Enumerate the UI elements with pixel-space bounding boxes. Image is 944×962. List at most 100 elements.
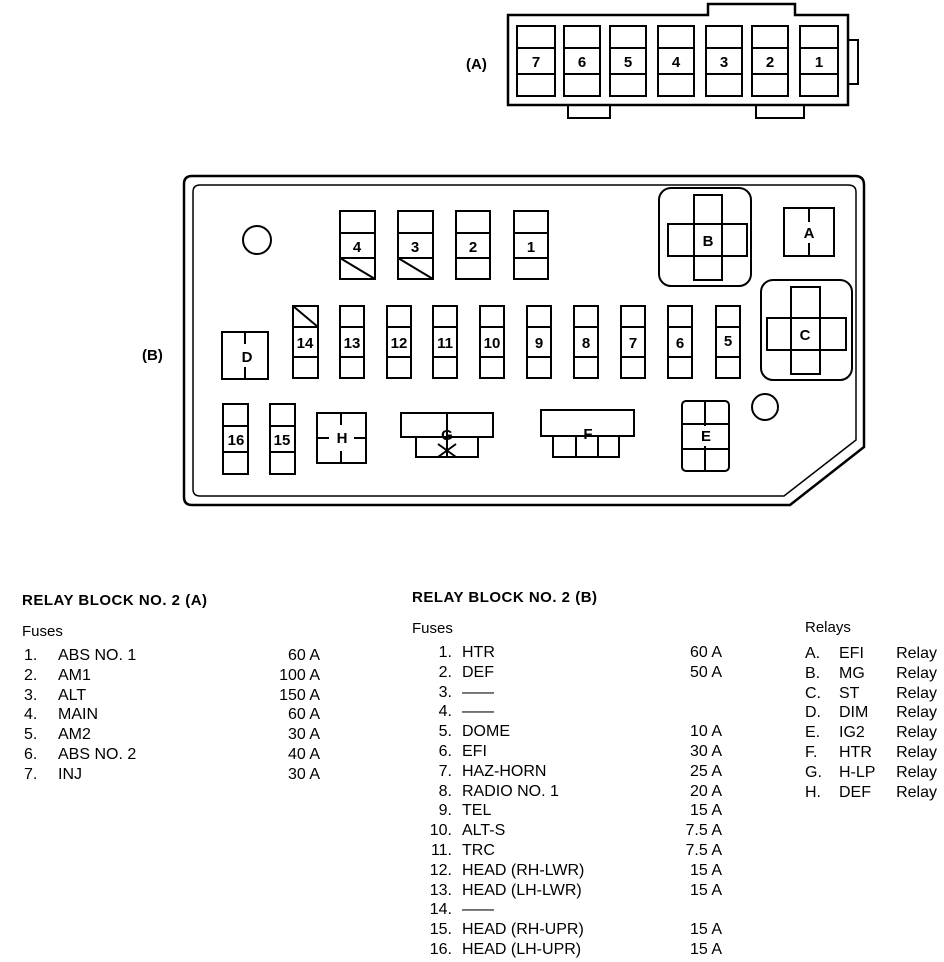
mid-fuse-11: 11 bbox=[432, 305, 458, 379]
legend-row: 12.HEAD (RH-LWR)15 A bbox=[412, 861, 742, 881]
svg-text:B: B bbox=[703, 233, 714, 250]
fuse-number: 9. bbox=[438, 802, 452, 820]
fuse-name: ALT bbox=[58, 686, 87, 704]
fuse-number: 5. bbox=[24, 726, 38, 744]
svg-text:11: 11 bbox=[437, 335, 453, 352]
fuse-amperage: 30 A bbox=[287, 765, 320, 783]
fuse-number: 3. bbox=[438, 683, 452, 701]
bottom-fuse-16: 16 bbox=[222, 403, 249, 475]
relay-e: E bbox=[681, 400, 730, 472]
relay-type: Relay bbox=[896, 763, 937, 781]
fuse-amperage: 10 A bbox=[689, 723, 722, 741]
svg-text:4: 4 bbox=[672, 54, 681, 71]
relay-type: Relay bbox=[896, 704, 937, 722]
relay-letter: A. bbox=[805, 645, 821, 662]
fuse-number: 13. bbox=[429, 881, 452, 899]
fuse-amperage: 50 A bbox=[689, 663, 722, 681]
fuse-a-2: 2 bbox=[751, 25, 789, 97]
svg-text:5: 5 bbox=[724, 333, 732, 350]
block-b-label: (B) bbox=[142, 347, 163, 364]
fuse-a-5: 5 bbox=[609, 25, 647, 97]
relay-block-a: (A) 7 6 5 4 3 2 1 bbox=[466, 2, 859, 119]
fuse-name: —— bbox=[462, 703, 494, 721]
fuse-name: INJ bbox=[58, 765, 82, 783]
fuse-amperage: 15 A bbox=[689, 940, 722, 958]
svg-text:10: 10 bbox=[484, 335, 501, 352]
fuse-number: 2. bbox=[438, 663, 452, 681]
bottom-fuse-15: 15 bbox=[269, 403, 296, 475]
svg-text:1: 1 bbox=[815, 54, 823, 71]
legend-row: B. MG Relay bbox=[805, 664, 941, 684]
fuse-amperage: 60 A bbox=[287, 706, 320, 724]
relay-letter: H. bbox=[805, 783, 821, 801]
svg-text:2: 2 bbox=[766, 54, 774, 71]
fuse-a-6: 6 bbox=[563, 25, 601, 97]
relay-a: A bbox=[783, 207, 835, 257]
relay-name: ST bbox=[839, 684, 860, 702]
legend-row: 16.HEAD (LH-UPR)15 A bbox=[412, 940, 742, 960]
fuse-name: DOME bbox=[462, 723, 510, 741]
legend-row: 3.—— bbox=[412, 683, 742, 703]
fuse-name: HTR bbox=[462, 644, 495, 661]
legend-row: 4.—— bbox=[412, 702, 742, 722]
relay-c: C bbox=[760, 279, 853, 381]
fuse-name: HAZ-HORN bbox=[462, 762, 547, 780]
relay-type: Relay bbox=[896, 664, 937, 682]
relay-type: Relay bbox=[896, 724, 937, 742]
legend-b-title: RELAY BLOCK NO. 2 (B) bbox=[412, 589, 598, 606]
fuse-number: 10. bbox=[429, 822, 452, 840]
mount-hole bbox=[242, 225, 272, 255]
relay-letter: B. bbox=[805, 664, 821, 682]
mid-fuse-6: 6 bbox=[667, 305, 693, 379]
legend-row: C. ST Relay bbox=[805, 684, 941, 704]
svg-text:9: 9 bbox=[535, 335, 543, 352]
fuse-amperage: 30 A bbox=[287, 726, 320, 744]
fuse-number: 3. bbox=[24, 686, 38, 704]
mid-fuses: 14 13 12 11 10 9 8 7 6 5 bbox=[292, 305, 741, 379]
fuse-name: EFI bbox=[462, 742, 487, 760]
mid-fuse-12: 12 bbox=[386, 305, 412, 379]
svg-text:5: 5 bbox=[624, 54, 632, 71]
svg-text:7: 7 bbox=[532, 54, 540, 71]
mid-fuse-7: 7 bbox=[620, 305, 646, 379]
mid-fuse-10: 10 bbox=[479, 305, 505, 379]
mid-fuse-13: 13 bbox=[339, 305, 365, 379]
fuse-number: 16. bbox=[429, 940, 452, 958]
relay-letter: C. bbox=[805, 684, 821, 702]
svg-text:G: G bbox=[441, 427, 453, 444]
relay-type: Relay bbox=[896, 684, 937, 702]
fuse-amperage: 20 A bbox=[689, 782, 722, 800]
svg-text:2: 2 bbox=[469, 239, 477, 256]
fuse-number: 7. bbox=[438, 762, 452, 780]
relay-name: MG bbox=[839, 664, 865, 682]
mid-fuse-5: 5 bbox=[715, 305, 741, 379]
svg-text:3: 3 bbox=[411, 239, 419, 256]
svg-text:13: 13 bbox=[344, 335, 361, 352]
relay-letter: F. bbox=[805, 743, 818, 761]
relay-type: Relay bbox=[896, 783, 937, 801]
relay-name: DIM bbox=[839, 704, 869, 722]
fuse-a-7: 7 bbox=[516, 25, 556, 97]
fuse-amperage: 7.5 A bbox=[685, 841, 722, 859]
fuse-number: 1. bbox=[438, 644, 452, 661]
svg-text:F: F bbox=[583, 426, 592, 443]
relay-g: G bbox=[400, 412, 494, 458]
mount-hole bbox=[751, 393, 779, 421]
fuse-amperage: 40 A bbox=[287, 745, 320, 763]
relay-type: Relay bbox=[896, 645, 937, 662]
svg-text:D: D bbox=[242, 349, 253, 366]
legend-a-title: RELAY BLOCK NO. 2 (A) bbox=[22, 592, 208, 609]
relay-type: Relay bbox=[896, 743, 937, 761]
